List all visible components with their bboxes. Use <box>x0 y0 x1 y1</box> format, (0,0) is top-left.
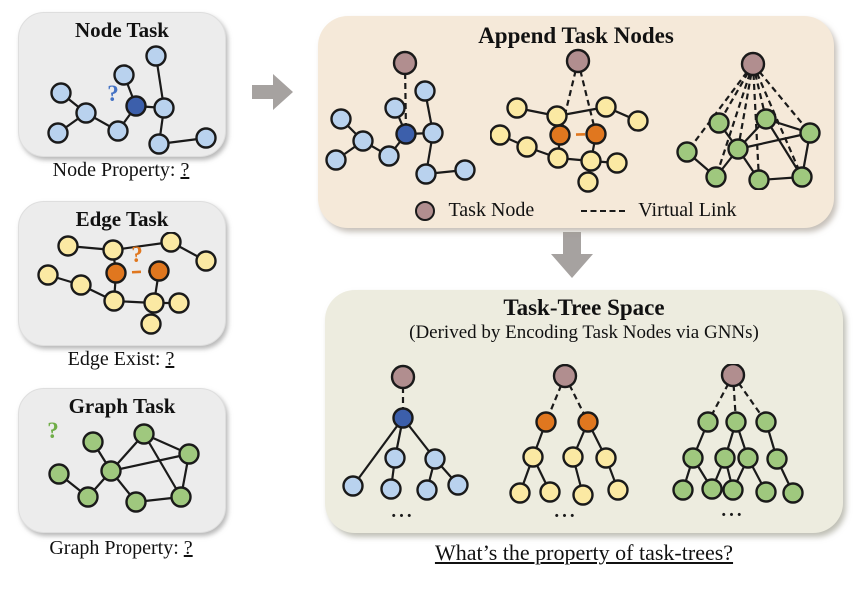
legend-task-node-label: Task Node <box>448 199 535 221</box>
task-tree-graph: ... <box>672 362 807 522</box>
task-tree-space-box: Task-Tree Space (Derived by Encoding Tas… <box>325 290 843 533</box>
graph-task-panel: Graph Task ? <box>18 388 226 533</box>
svg-text:...: ... <box>391 501 414 522</box>
node-task-panel: Node Task ? <box>18 12 226 157</box>
edge-task-caption-question: ? <box>165 348 175 370</box>
task-tree-node: ... <box>340 364 470 522</box>
node-task-graph: ? <box>19 43 225 155</box>
svg-text:...: ... <box>554 501 577 522</box>
graph-task-caption-question: ? <box>183 537 193 559</box>
right-arrow-icon <box>252 68 294 116</box>
legend: Task Node Virtual Link <box>318 199 834 222</box>
node-task-caption-text: Node Property: <box>52 159 181 181</box>
down-arrow-icon <box>549 232 595 282</box>
svg-text:...: ... <box>721 500 744 521</box>
virtual-link-dash-icon <box>581 209 626 212</box>
edge-task-title: Edge Task <box>75 207 169 231</box>
graph-task-caption: Graph Property: ? <box>10 537 232 560</box>
bottom-caption: What’s the property of task-trees? <box>434 540 734 565</box>
node-task-caption-question: ? <box>180 159 190 181</box>
edge-task-graph: ? <box>19 232 225 336</box>
append-graph-node-task <box>325 50 480 185</box>
tree-box-subtitle: (Derived by Encoding Task Nodes via GNNs… <box>409 322 759 343</box>
svg-text:?: ? <box>131 242 143 267</box>
edge-task-caption: Edge Exist: ? <box>10 348 232 371</box>
graph-task-title: Graph Task <box>68 394 176 418</box>
svg-text:?: ? <box>47 419 59 443</box>
append-graph-edge-task <box>489 48 650 193</box>
node-task-title: Node Task <box>75 18 169 42</box>
append-graph-graph-task <box>675 50 825 191</box>
edge-task-caption-text: Edge Exist: <box>67 348 166 370</box>
tree-box-title: Task-Tree Space <box>503 295 665 320</box>
task-tree-edge: ... <box>505 363 635 522</box>
graph-task-graph: ? <box>19 419 225 514</box>
append-task-nodes-box: Append Task Nodes Task Node Virtual Link <box>318 16 834 228</box>
graph-task-caption-text: Graph Property: <box>49 537 184 559</box>
node-task-caption: Node Property: ? <box>10 159 232 182</box>
legend-virtual-link-label: Virtual Link <box>638 199 737 221</box>
edge-task-panel: Edge Task ? <box>18 201 226 346</box>
svg-text:?: ? <box>107 81 119 106</box>
append-box-title: Append Task Nodes <box>478 23 674 48</box>
task-node-swatch-icon <box>415 200 436 221</box>
